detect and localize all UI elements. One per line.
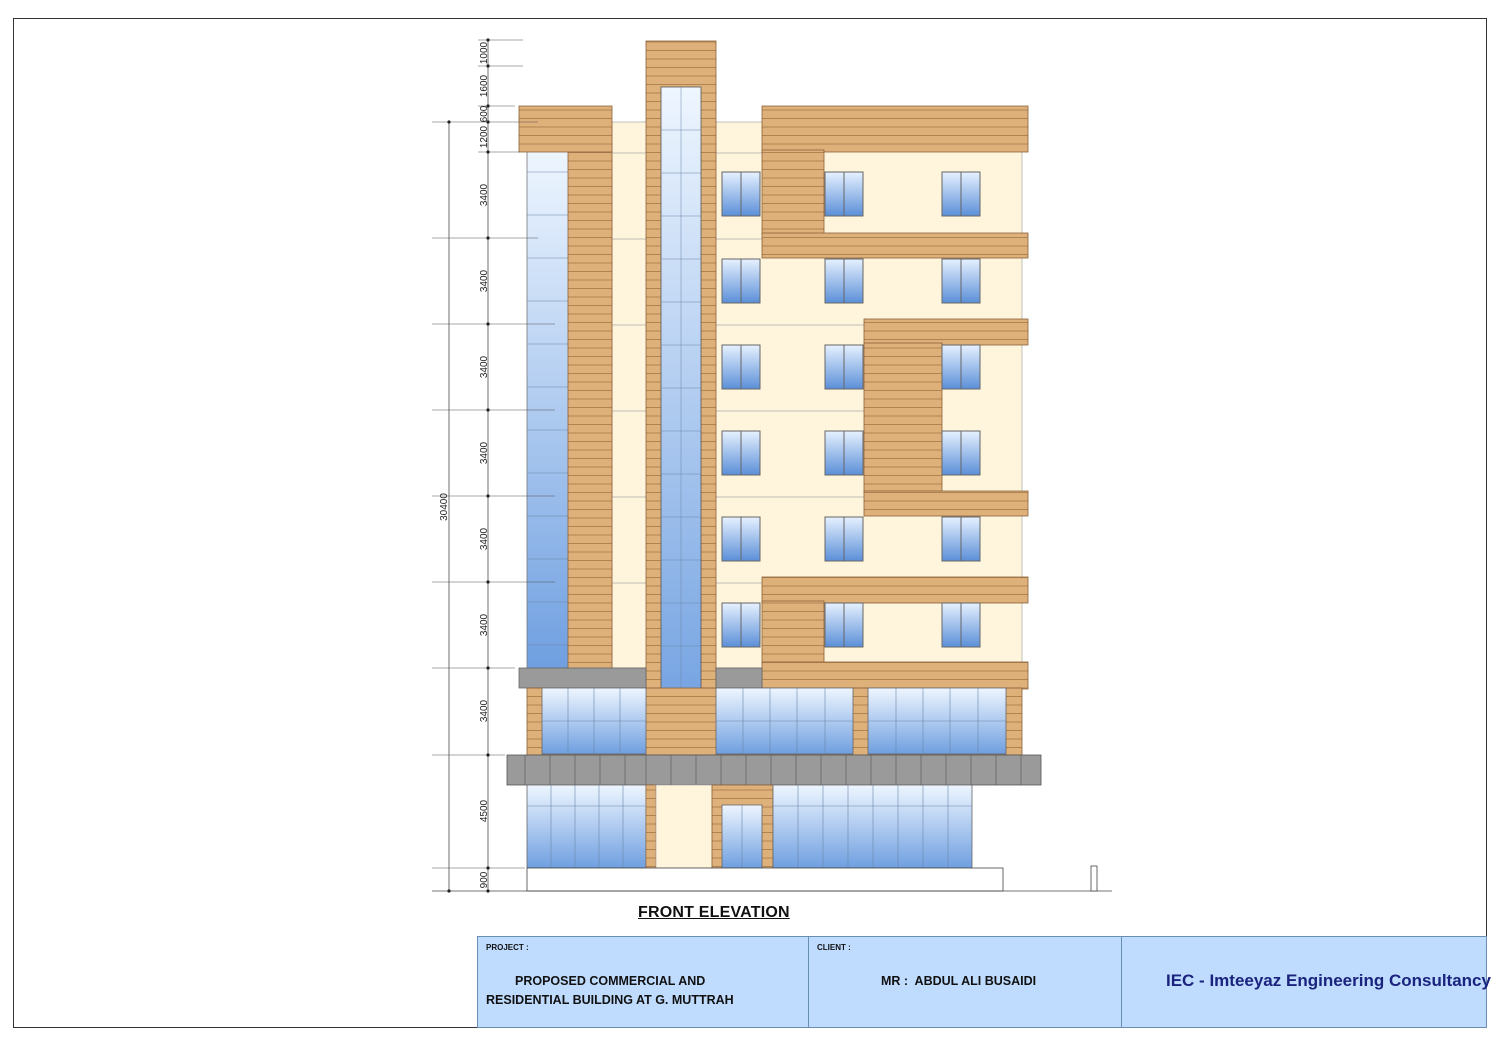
client-label: CLIENT :	[817, 943, 851, 952]
dimension-ticks	[447, 38, 490, 893]
overall-height-label: 30400	[439, 493, 450, 521]
ground-floor-shopfront	[526, 784, 973, 869]
right-top-wood-frame	[761, 105, 1029, 259]
dim-label: 3400	[479, 355, 490, 378]
right-middle-wood-frame	[863, 318, 1029, 517]
client-cell: CLIENT : MR : ABDUL ALI BUSAIDI	[809, 937, 1122, 1027]
dim-label: 1000	[479, 41, 490, 64]
dim-label: 3400	[479, 699, 490, 722]
window-mullions	[740, 172, 962, 647]
firm-name: IEC - Imteeyaz Engineering Consultancy	[1166, 971, 1491, 990]
dim-label: 1600	[479, 74, 490, 97]
dim-label: 1200	[479, 125, 490, 148]
left-top-cap	[518, 105, 613, 153]
first-floor-band	[518, 667, 763, 689]
dim-label: 3400	[479, 269, 490, 292]
project-label: PROJECT :	[486, 943, 529, 952]
firm-cell: IEC - Imteeyaz Engineering Consultancy	[1122, 937, 1491, 1027]
dim-label: 4500	[479, 799, 490, 822]
first-floor-shopfront	[526, 687, 1023, 756]
right-lower-wood-frame	[761, 576, 1029, 690]
elevation-title: FRONT ELEVATION	[638, 904, 790, 921]
client-name: MR : ABDUL ALI BUSAIDI	[881, 974, 1037, 988]
dim-label: 900	[479, 871, 490, 888]
dim-label: 3400	[479, 441, 490, 464]
plinth-and-ground-line	[432, 865, 1112, 892]
dim-label: 600	[479, 105, 490, 122]
title-block: PROJECT : PROPOSED COMMERCIAL AND RESIDE…	[477, 936, 1491, 1028]
project-line-1: PROPOSED COMMERCIAL AND	[515, 974, 706, 988]
dim-label: 3400	[479, 183, 490, 206]
dim-label: 3400	[479, 527, 490, 550]
dim-label: 3400	[479, 613, 490, 636]
dimension-labels: 1000 1600 600 1200 3400 3400 3400 3400 3…	[439, 41, 490, 888]
left-wood-column	[567, 149, 613, 671]
dimension-chain	[432, 39, 555, 891]
central-tower	[645, 40, 717, 756]
project-line-2: RESIDENTIAL BUILDING AT G. MUTTRAH	[486, 993, 734, 1007]
project-cell: PROJECT : PROPOSED COMMERCIAL AND RESIDE…	[478, 937, 809, 1027]
ground-floor-canopy	[506, 754, 1042, 786]
